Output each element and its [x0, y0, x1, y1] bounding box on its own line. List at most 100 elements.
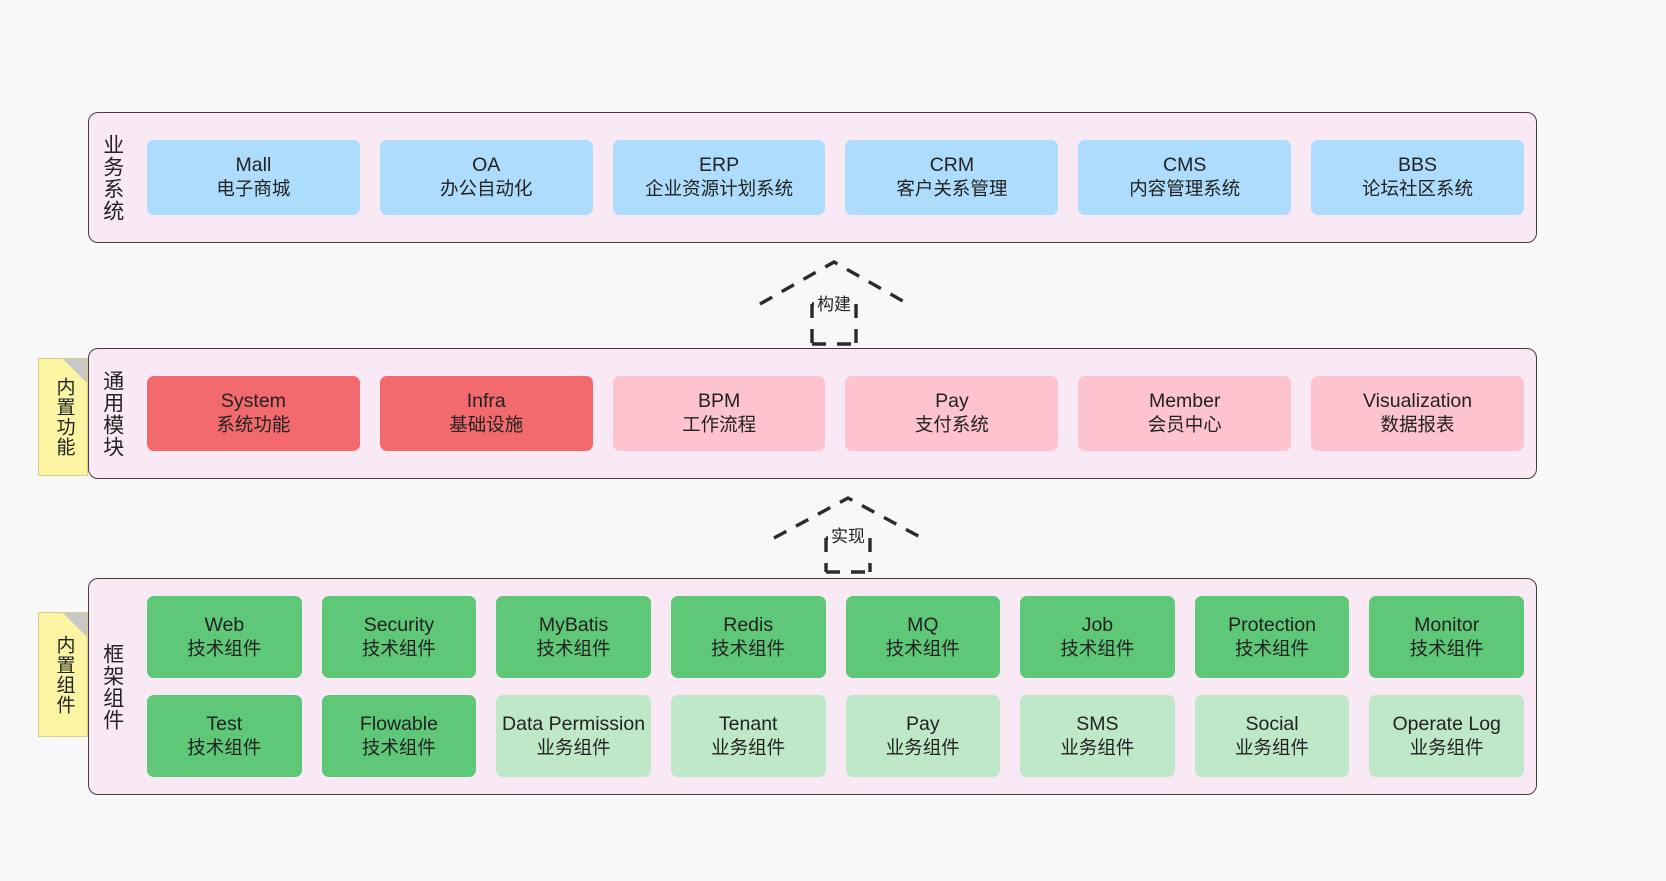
- component-card-protection[interactable]: Protection 技术组件: [1194, 596, 1350, 678]
- layer-common-modules: 通用模块 System 系统功能 Infra 基础设施 BPM 工作流程 Pay…: [88, 348, 1537, 479]
- component-type-cn: 技术组件: [1235, 637, 1310, 659]
- component-name-en: Monitor: [1414, 613, 1480, 636]
- module-card-visualization[interactable]: Visualization 数据报表: [1311, 376, 1524, 451]
- layer-framework-components: 框架组件 Web 技术组件 Security 技术组件 MyBatis 技术组件…: [88, 578, 1537, 795]
- layer-framework-row-2: Test 技术组件 Flowable 技术组件 Data Permission …: [147, 695, 1524, 777]
- component-name-en: Tenant: [718, 712, 778, 735]
- module-name-en: OA: [472, 154, 501, 177]
- layer-business-title: 业务系统: [100, 133, 124, 222]
- arrow-build: 构建: [754, 258, 914, 346]
- module-card-infra[interactable]: Infra 基础设施: [379, 376, 593, 451]
- module-name-en: Pay: [935, 390, 969, 413]
- sticky-note-label: 内置组件: [53, 634, 75, 715]
- component-type-cn: 技术组件: [885, 637, 960, 659]
- module-name-cn: 会员中心: [1147, 414, 1222, 436]
- component-card-pay[interactable]: Pay 业务组件: [845, 695, 1001, 777]
- component-name-en: Data Permission: [502, 712, 646, 735]
- component-name-en: Security: [363, 613, 435, 636]
- module-card-system[interactable]: System 系统功能: [147, 376, 360, 451]
- module-card-bbs[interactable]: BBS 论坛社区系统: [1311, 140, 1524, 215]
- component-name-en: Flowable: [359, 712, 438, 735]
- module-name-en: CMS: [1163, 154, 1207, 177]
- component-card-sms[interactable]: SMS 业务组件: [1020, 695, 1175, 777]
- layer-framework-row-1: Web 技术组件 Security 技术组件 MyBatis 技术组件 Redi…: [147, 596, 1524, 678]
- component-type-cn: 业务组件: [1409, 736, 1484, 758]
- sticky-fold-corner-icon: [63, 613, 87, 637]
- component-name-en: Web: [204, 613, 245, 636]
- sticky-note-builtin-components: 内置组件: [38, 612, 88, 737]
- component-card-test[interactable]: Test 技术组件: [147, 695, 302, 777]
- component-type-cn: 业务组件: [1235, 736, 1310, 758]
- component-type-cn: 业务组件: [885, 736, 960, 758]
- component-card-flowable[interactable]: Flowable 技术组件: [321, 695, 477, 777]
- module-name-en: Visualization: [1362, 390, 1473, 413]
- component-card-monitor[interactable]: Monitor 技术组件: [1369, 596, 1524, 678]
- component-type-cn: 业务组件: [711, 736, 786, 758]
- module-name-en: Member: [1148, 390, 1221, 413]
- component-name-en: Operate Log: [1392, 712, 1501, 735]
- arrow-build-label: 构建: [814, 290, 854, 315]
- module-card-erp[interactable]: ERP 企业资源计划系统: [612, 140, 826, 215]
- sticky-note-builtin-features: 内置功能: [38, 358, 88, 476]
- module-name-en: System: [220, 390, 286, 413]
- component-type-cn: 技术组件: [1409, 637, 1484, 659]
- component-name-en: Job: [1081, 613, 1114, 636]
- module-name-cn: 论坛社区系统: [1362, 178, 1474, 200]
- module-name-cn: 系统功能: [216, 414, 291, 436]
- component-type-cn: 技术组件: [187, 637, 262, 659]
- component-type-cn: 技术组件: [361, 736, 436, 758]
- module-name-cn: 内容管理系统: [1129, 178, 1241, 200]
- module-card-oa[interactable]: OA 办公自动化: [379, 140, 593, 215]
- arrow-implement-label: 实现: [828, 522, 868, 547]
- module-name-cn: 办公自动化: [439, 178, 533, 200]
- layer-business-systems: 业务系统 Mall 电子商城 OA 办公自动化 ERP 企业资源计划系统 CRM…: [88, 112, 1537, 243]
- sticky-fold-corner-icon: [63, 359, 87, 383]
- module-card-bpm[interactable]: BPM 工作流程: [612, 376, 826, 451]
- component-card-operate-log[interactable]: Operate Log 业务组件: [1369, 695, 1524, 777]
- component-type-cn: 技术组件: [361, 637, 436, 659]
- component-card-mybatis[interactable]: MyBatis 技术组件: [496, 596, 651, 678]
- layer-framework-title: 框架组件: [100, 642, 124, 731]
- component-type-cn: 技术组件: [1060, 637, 1135, 659]
- component-card-mq[interactable]: MQ 技术组件: [845, 596, 1001, 678]
- component-name-en: SMS: [1076, 712, 1119, 735]
- component-card-tenant[interactable]: Tenant 业务组件: [670, 695, 826, 777]
- layer-framework-body: Web 技术组件 Security 技术组件 MyBatis 技术组件 Redi…: [135, 579, 1536, 794]
- component-card-job[interactable]: Job 技术组件: [1020, 596, 1175, 678]
- component-card-security[interactable]: Security 技术组件: [321, 596, 477, 678]
- module-name-cn: 基础设施: [449, 414, 524, 436]
- component-card-redis[interactable]: Redis 技术组件: [670, 596, 826, 678]
- component-card-social[interactable]: Social 业务组件: [1194, 695, 1350, 777]
- module-card-mall[interactable]: Mall 电子商城: [147, 140, 360, 215]
- component-type-cn: 技术组件: [187, 736, 262, 758]
- component-type-cn: 技术组件: [536, 637, 611, 659]
- component-name-en: MQ: [907, 613, 939, 636]
- module-card-crm[interactable]: CRM 客户关系管理: [845, 140, 1059, 215]
- module-name-en: CRM: [929, 154, 975, 177]
- component-name-en: MyBatis: [538, 613, 609, 636]
- component-type-cn: 业务组件: [536, 736, 611, 758]
- module-card-cms[interactable]: CMS 内容管理系统: [1078, 140, 1292, 215]
- module-name-en: BBS: [1398, 154, 1438, 177]
- component-type-cn: 技术组件: [711, 637, 786, 659]
- component-name-en: Pay: [906, 712, 940, 735]
- component-name-en: Redis: [723, 613, 774, 636]
- layer-common-row: System 系统功能 Infra 基础设施 BPM 工作流程 Pay 支付系统…: [147, 376, 1524, 451]
- module-name-cn: 数据报表: [1380, 414, 1455, 436]
- component-card-web[interactable]: Web 技术组件: [147, 596, 302, 678]
- module-name-cn: 支付系统: [914, 414, 989, 436]
- layer-common-title: 通用模块: [100, 369, 124, 458]
- arrow-implement: 实现: [768, 494, 928, 574]
- module-name-en: BPM: [697, 390, 741, 413]
- module-card-member[interactable]: Member 会员中心: [1078, 376, 1292, 451]
- sticky-note-label: 内置功能: [53, 377, 75, 457]
- component-name-en: Protection: [1228, 613, 1316, 636]
- layer-business-row: Mall 电子商城 OA 办公自动化 ERP 企业资源计划系统 CRM 客户关系…: [147, 140, 1524, 215]
- component-card-data-permission[interactable]: Data Permission 业务组件: [496, 695, 651, 777]
- module-name-en: Mall: [235, 154, 272, 177]
- module-name-cn: 客户关系管理: [896, 178, 1008, 200]
- module-name-cn: 工作流程: [682, 414, 757, 436]
- module-name-cn: 企业资源计划系统: [645, 178, 794, 200]
- module-card-pay[interactable]: Pay 支付系统: [845, 376, 1059, 451]
